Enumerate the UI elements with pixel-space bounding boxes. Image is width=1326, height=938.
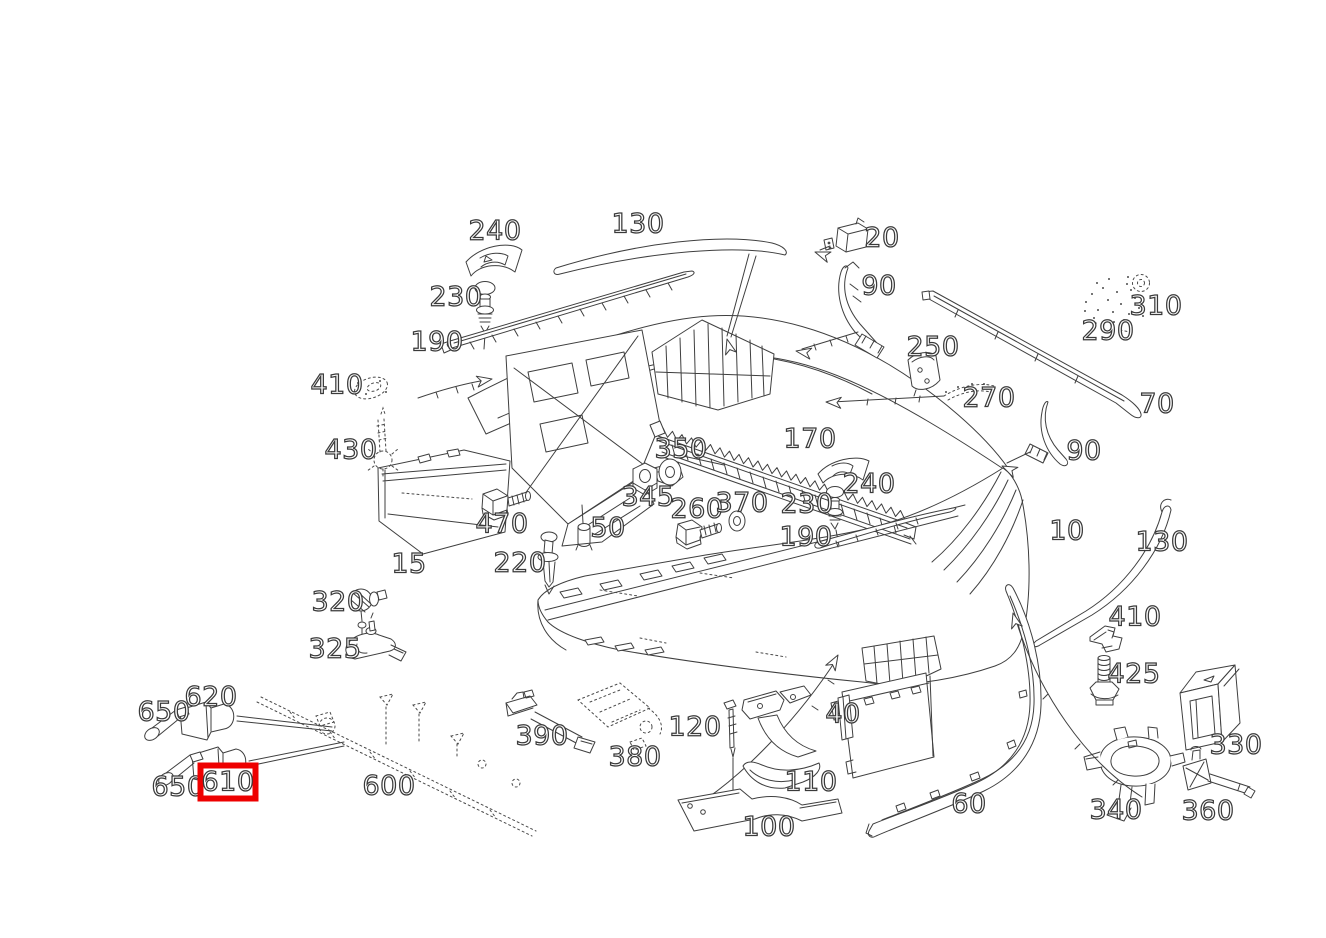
part-600-ghost-bar	[256, 693, 537, 837]
part-label-290[interactable]: 290	[1081, 315, 1135, 347]
part-label-20[interactable]: 20	[864, 222, 900, 254]
part-label-410[interactable]: 410	[1108, 601, 1162, 633]
part-40-panel	[830, 672, 935, 779]
part-190-strip-top	[440, 270, 695, 354]
part-label-230[interactable]: 230	[429, 281, 483, 313]
leader-190-top	[417, 375, 493, 399]
part-label-650[interactable]: 650	[137, 696, 191, 728]
part-390-bracket	[505, 689, 596, 754]
part-label-60[interactable]: 60	[951, 788, 987, 820]
part-425-bolt	[1089, 655, 1120, 706]
part-320	[349, 588, 388, 635]
part-label-390[interactable]: 390	[515, 720, 569, 752]
part-label-120[interactable]: 120	[668, 711, 722, 743]
part-label-470[interactable]: 470	[475, 508, 529, 540]
part-270-ghost	[825, 383, 995, 409]
part-70-strip	[921, 290, 1142, 419]
part-label-610-highlighted[interactable]: 610	[201, 766, 255, 798]
part-label-425[interactable]: 425	[1107, 658, 1161, 690]
part-label-50[interactable]: 50	[590, 512, 626, 544]
part-label-100[interactable]: 100	[742, 811, 796, 843]
part-380-ghost	[577, 682, 662, 751]
part-label-370[interactable]: 370	[715, 487, 769, 519]
part-label-600[interactable]: 600	[362, 770, 416, 802]
part-label-90[interactable]: 90	[1066, 435, 1102, 467]
part-upper-lattice	[651, 319, 775, 411]
part-label-620[interactable]: 620	[184, 681, 238, 713]
part-label-430[interactable]: 430	[324, 434, 378, 466]
part-label-130[interactable]: 130	[1135, 526, 1189, 558]
part-label-350[interactable]: 350	[654, 433, 708, 465]
part-90-pillar-right	[1001, 401, 1069, 478]
part-370-washer	[728, 510, 746, 532]
leader-340	[1011, 612, 1143, 798]
part-430-screw	[366, 406, 400, 477]
part-20-clip	[814, 217, 869, 263]
part-470-bolt	[481, 488, 531, 521]
part-label-70[interactable]: 70	[1139, 388, 1175, 420]
part-240-cover-mid	[817, 457, 870, 484]
leader-130	[725, 253, 757, 356]
part-label-340[interactable]: 340	[1089, 794, 1143, 826]
part-label-240[interactable]: 240	[468, 215, 522, 247]
part-350-washer	[658, 455, 725, 486]
part-label-270[interactable]: 270	[962, 382, 1016, 414]
part-label-10[interactable]: 10	[1049, 515, 1085, 547]
highlight-box	[197, 762, 259, 802]
part-label-345[interactable]: 345	[621, 481, 675, 513]
part-label-90[interactable]: 90	[861, 270, 897, 302]
part-325-bracket	[345, 612, 407, 662]
part-240-cover-top	[465, 244, 523, 277]
part-360-bracket	[1182, 745, 1256, 799]
part-50-rivet	[575, 504, 593, 551]
part-support-tower	[505, 329, 661, 547]
part-label-190[interactable]: 190	[410, 326, 464, 358]
part-620-sensor	[179, 701, 333, 741]
part-90-pillar-left	[795, 261, 885, 360]
part-250-bracket	[907, 352, 941, 397]
part-label-220[interactable]: 220	[493, 547, 547, 579]
part-label-170[interactable]: 170	[783, 423, 837, 455]
part-230-clip-mid	[826, 486, 844, 547]
part-60-skirt	[865, 584, 1042, 838]
part-label-330[interactable]: 330	[1209, 729, 1263, 761]
part-345-nut	[632, 462, 658, 496]
part-650-cone-bottom	[158, 751, 204, 786]
part-220-clip	[537, 531, 559, 595]
part-label-380[interactable]: 380	[608, 741, 662, 773]
part-330-box	[1179, 664, 1241, 751]
part-label-260[interactable]: 260	[670, 493, 724, 525]
part-label-130[interactable]: 130	[611, 208, 665, 240]
part-410-clip-right	[1089, 625, 1123, 653]
part-label-240[interactable]: 240	[842, 468, 896, 500]
part-label-110[interactable]: 110	[784, 766, 838, 798]
part-label-320[interactable]: 320	[311, 586, 365, 618]
part-label-250[interactable]: 250	[906, 331, 960, 363]
part-130-strip-top	[553, 238, 787, 275]
part-label-190[interactable]: 190	[779, 521, 833, 553]
part-410-ghost-left	[354, 376, 388, 400]
part-100-plate	[677, 788, 843, 832]
part-120-pin	[723, 699, 738, 791]
part-110-bracket	[741, 685, 854, 789]
part-130-strip-right	[1032, 498, 1172, 648]
part-label-15[interactable]: 15	[391, 548, 427, 580]
part-label-310[interactable]: 310	[1129, 290, 1183, 322]
part-290-310-fasteners	[1084, 274, 1150, 333]
part-650-cone-top	[144, 706, 190, 741]
part-190-strip-mid	[814, 507, 957, 549]
part-15-panel	[377, 448, 511, 555]
part-230-clip-top	[474, 281, 496, 350]
part-label-650[interactable]: 650	[151, 771, 205, 803]
part-label-360[interactable]: 360	[1181, 795, 1235, 827]
part-label-230[interactable]: 230	[780, 488, 834, 520]
part-label-410[interactable]: 410	[310, 369, 364, 401]
part-label-325[interactable]: 325	[308, 633, 362, 665]
part-340-retainer	[1083, 726, 1186, 822]
part-260-bolt	[675, 519, 722, 550]
part-label-40[interactable]: 40	[825, 698, 861, 730]
